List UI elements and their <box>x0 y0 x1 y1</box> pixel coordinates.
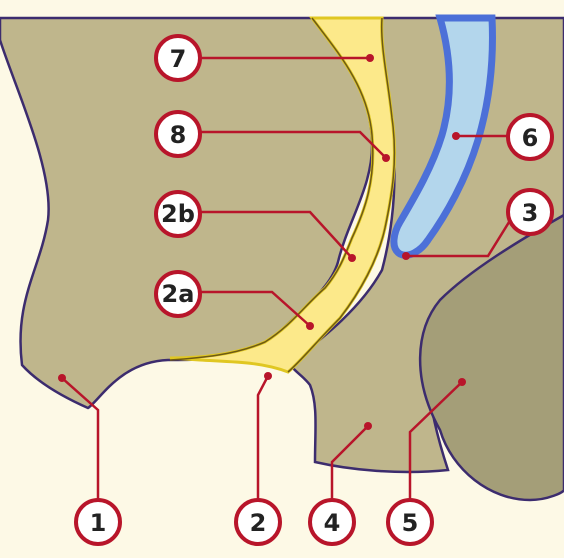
label-6: 6 <box>506 113 554 161</box>
label-2-text: 2 <box>250 509 267 537</box>
label-7-text: 7 <box>170 45 187 73</box>
label-5-text: 5 <box>402 509 419 537</box>
label-3: 3 <box>506 188 554 236</box>
label-8: 8 <box>154 110 202 158</box>
leader-dots <box>58 54 466 430</box>
label-6-text: 6 <box>522 124 539 152</box>
canal-line-left <box>169 17 374 361</box>
tube <box>390 14 496 259</box>
label-8-text: 8 <box>170 121 187 149</box>
label-5: 5 <box>386 498 434 546</box>
canal-line-right <box>287 17 396 373</box>
label-2a-text: 2a <box>162 280 195 308</box>
label-3-text: 3 <box>522 199 539 227</box>
label-2b-text: 2b <box>161 200 195 228</box>
label-1: 1 <box>74 498 122 546</box>
label-2a: 2a <box>154 270 202 318</box>
label-4: 4 <box>308 498 356 546</box>
leader-lines <box>61 56 516 506</box>
label-4-text: 4 <box>324 509 341 537</box>
label-2b: 2b <box>154 190 202 238</box>
label-7: 7 <box>154 34 202 82</box>
label-2: 2 <box>234 498 282 546</box>
label-1-text: 1 <box>90 509 107 537</box>
